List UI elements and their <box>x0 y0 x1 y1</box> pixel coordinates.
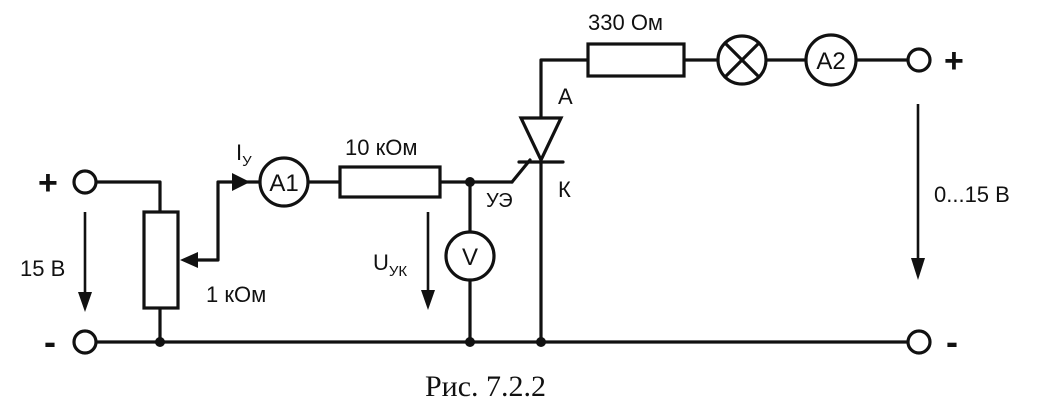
junction-pot-ground <box>155 337 165 347</box>
output-plus-label: + <box>944 42 964 80</box>
voltmeter-label: V <box>462 244 478 271</box>
input-positive-wire <box>94 180 162 214</box>
wiper-wire <box>194 180 262 262</box>
potentiometer-value-label: 1 кОм <box>206 282 266 307</box>
thyristor-gate-lead <box>510 158 532 184</box>
input-plus-terminal <box>72 169 98 195</box>
junction-voltmeter-ground <box>465 337 475 347</box>
current-arrow-icon <box>232 173 250 191</box>
junction-cathode-ground <box>536 337 546 347</box>
ammeter-a2 <box>804 33 858 87</box>
control-current-label: IУ <box>236 140 252 170</box>
output-voltage-arrow-icon <box>911 258 925 280</box>
input-plus-label: + <box>38 164 58 202</box>
output-minus-label: - <box>946 321 958 362</box>
cathode-label: К <box>558 177 571 202</box>
input-minus-label: - <box>44 321 56 362</box>
output-plus-terminal <box>906 47 932 73</box>
ammeter-a2-label: A2 <box>816 48 845 75</box>
anode-label: A <box>558 84 573 109</box>
resistor-330 <box>586 42 686 78</box>
wiper-arrow-icon <box>180 252 198 268</box>
thyristor-triangle <box>518 116 564 164</box>
input-voltage-label: 15 В <box>20 256 65 281</box>
resistor-10k <box>338 165 442 199</box>
resistor-330-label: 330 Ом <box>588 10 663 35</box>
figure-caption: Рис. 7.2.2 <box>425 370 546 403</box>
thyristor <box>510 116 565 184</box>
control-electrode-label: УЭ <box>486 190 513 212</box>
gate-voltage-arrow-icon <box>421 290 435 310</box>
potentiometer <box>142 210 180 310</box>
input-voltage-arrow-icon <box>78 292 92 312</box>
ammeter-a1-label: A1 <box>269 170 298 197</box>
ammeter-a1 <box>258 156 310 208</box>
anode-wire <box>539 58 590 120</box>
gate-voltage-label: UУК <box>373 250 407 280</box>
junction-gate <box>465 177 475 187</box>
output-voltage-label: 0...15 В <box>934 182 1010 207</box>
resistor-10k-label: 10 кОм <box>345 135 417 160</box>
output-minus-terminal <box>906 329 932 355</box>
wires <box>94 58 910 344</box>
input-minus-terminal <box>72 329 98 355</box>
lamp-icon <box>716 34 768 86</box>
voltmeter <box>444 230 496 282</box>
